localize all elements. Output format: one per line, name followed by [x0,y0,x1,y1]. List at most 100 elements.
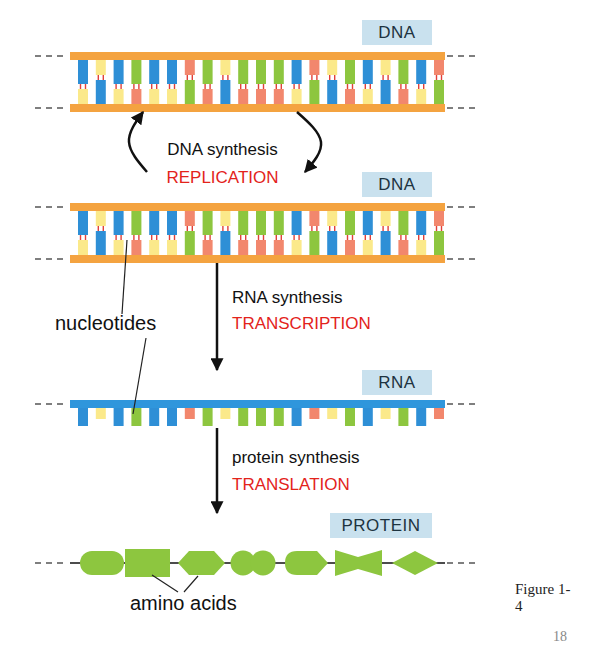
base [434,60,444,75]
hydrogen-bond [347,235,348,240]
amino-acid [251,551,276,576]
hydrogen-bond [120,84,121,89]
hydrogen-bond [98,226,99,231]
rna-illustration [35,400,480,428]
base [167,60,177,84]
hydrogen-bond [370,84,371,89]
callout-label: amino acids [130,592,237,615]
hydrogen-bond [169,235,170,240]
base [96,211,106,226]
process-term: REPLICATION [165,168,280,188]
process-name: DNA synthesis [165,140,280,160]
base [238,211,248,235]
hydrogen-bond [258,84,259,89]
hydrogen-bond [281,235,282,240]
strand-continuation [447,206,480,207]
hydrogen-bond [192,226,193,231]
hydrogen-bond [192,75,193,80]
base [345,240,355,255]
hydrogen-bond [209,235,210,240]
hydrogen-bond [400,235,401,240]
hydrogen-bond [293,235,294,240]
hydrogen-bond [222,75,223,80]
hydrogen-bond [115,84,116,89]
hydrogen-bond [258,235,259,240]
base [78,408,88,426]
hydrogen-bond [209,84,210,89]
base [381,211,391,226]
base [96,60,106,75]
hydrogen-bond [316,226,317,231]
base [292,240,302,255]
hydrogen-bond [329,226,330,231]
hydrogen-bond [423,235,424,240]
hydrogen-bond [103,75,104,80]
base [78,211,88,235]
base [381,408,391,419]
hydrogen-bond [98,75,99,80]
hydrogen-bond [174,84,175,89]
base [114,89,124,104]
base [149,211,159,235]
base [416,240,426,255]
base [256,89,266,104]
dna-illustration [35,52,480,112]
process-arrow [129,112,147,172]
hydrogen-bond [80,84,81,89]
molecule: RNA [35,370,480,428]
base [238,60,248,84]
hydrogen-bond [115,235,116,240]
base [434,80,444,104]
base [185,60,195,75]
base [185,80,195,104]
hydrogen-bond [316,75,317,80]
strand-continuation [447,403,480,404]
hydrogen-bond [174,235,175,240]
base [398,60,408,84]
base [220,60,230,75]
hydrogen-bond [187,75,188,80]
hydrogen-bond [133,84,134,89]
base [327,408,337,419]
hydrogen-bond [263,235,264,240]
strand-continuation [35,55,68,56]
base [363,240,373,255]
hydrogen-bond [276,84,277,89]
base [238,240,248,255]
amino-acid [335,550,382,576]
strand-continuation [447,562,480,563]
sugar-phosphate-backbone [70,52,445,60]
base [274,240,284,255]
amino-acid [285,551,328,575]
base [96,408,106,419]
base [309,231,319,255]
hydrogen-bond [382,75,383,80]
base [131,408,141,426]
base [167,89,177,104]
base [256,211,266,235]
base [167,240,177,255]
base [220,80,230,104]
strand-continuation [447,258,480,259]
hydrogen-bond [85,84,86,89]
hydrogen-bond [334,226,335,231]
molecule: PROTEIN [35,513,480,579]
molecule-name: PROTEIN [341,516,420,536]
hydrogen-bond [120,235,121,240]
hydrogen-bond [222,226,223,231]
amino-acid [80,551,124,575]
base [131,89,141,104]
strand-continuation [35,258,68,259]
molecule-name: DNA [378,175,415,195]
hydrogen-bond [240,84,241,89]
hydrogen-bond [418,84,419,89]
base [416,89,426,104]
base [149,240,159,255]
hydrogen-bond [405,235,406,240]
base [114,60,124,84]
hydrogen-bond [138,84,139,89]
base [309,80,319,104]
base [185,211,195,226]
base [149,89,159,104]
base [416,60,426,84]
